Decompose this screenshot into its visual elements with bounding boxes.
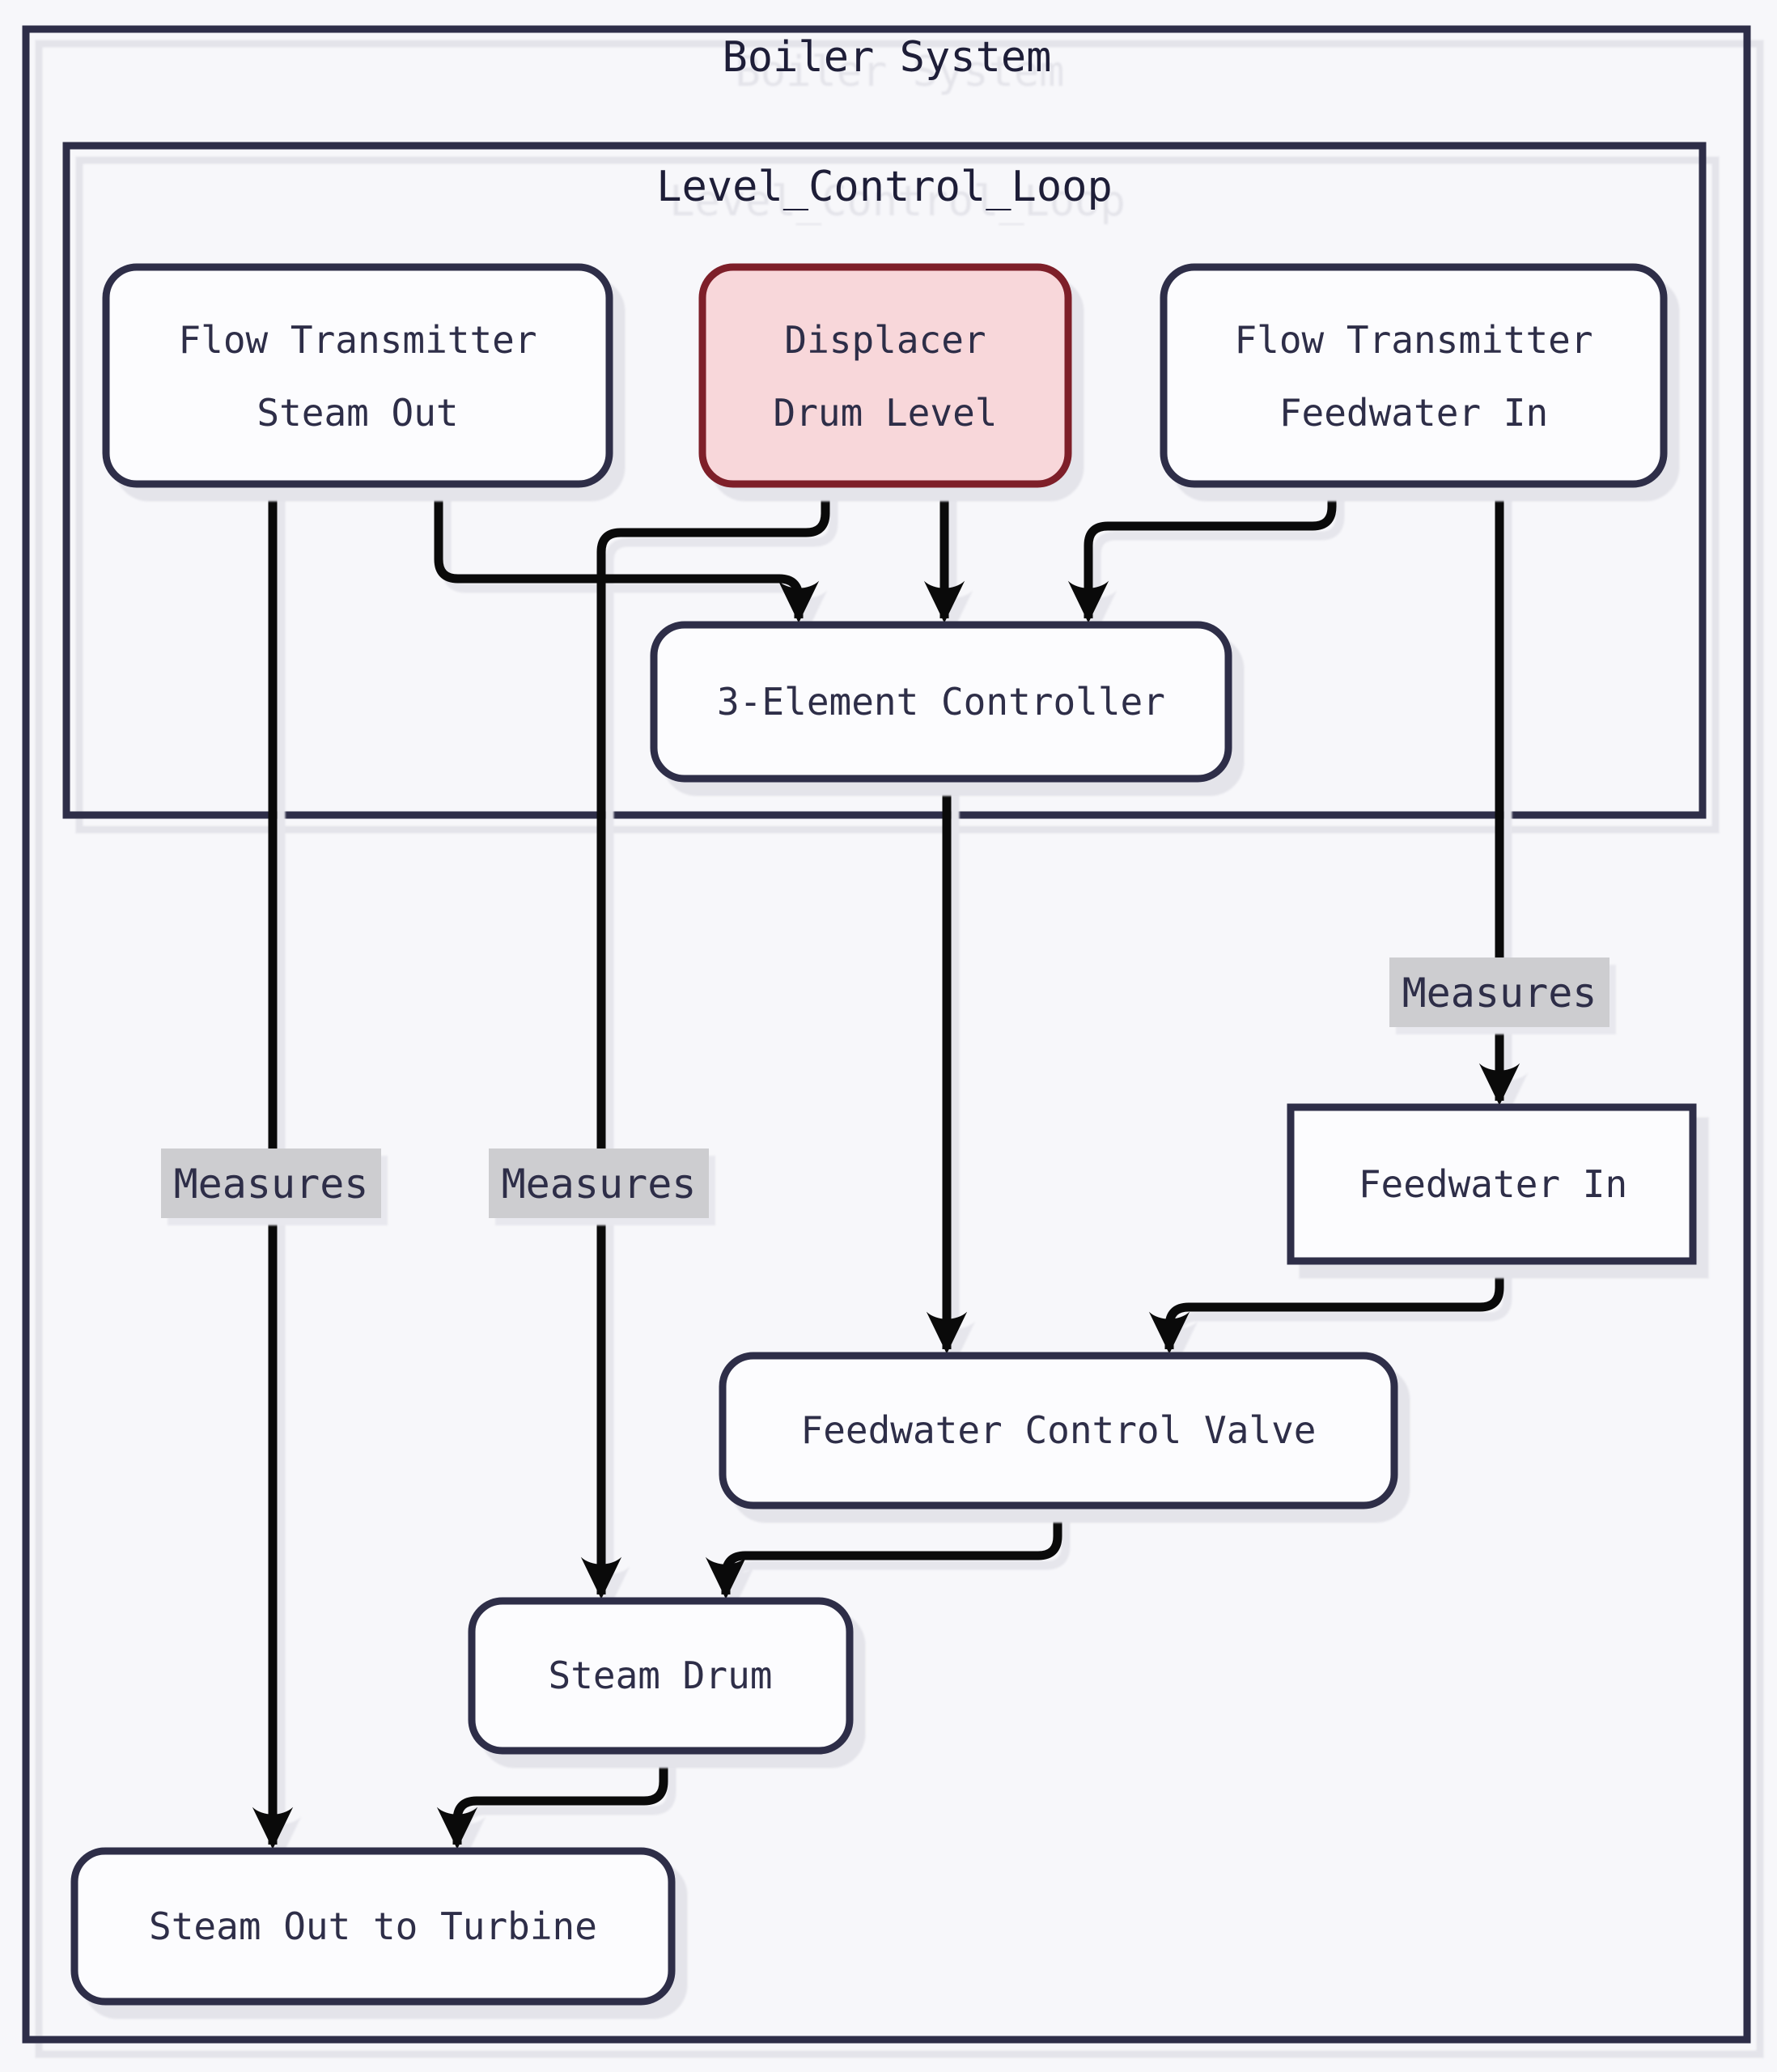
edge-label-background	[489, 1149, 709, 1218]
edge-feedwater-in-to-valve	[1148, 1261, 1504, 1354]
node-displacer-drum-level: Displacer Drum Level	[698, 263, 1072, 488]
edge-label-text: Measures	[174, 1161, 369, 1208]
node-label-line1: Displacer	[784, 318, 986, 362]
node-label: Steam Drum	[549, 1654, 773, 1697]
edge-label-measures-middle: Measures	[489, 1149, 709, 1218]
node-label: Feedwater In	[1359, 1162, 1627, 1206]
node-label: 3-Element Controller	[717, 680, 1165, 724]
edge-valve-to-steam-drum	[705, 1505, 1062, 1599]
node-flow-transmitter-steam-out: Flow Transmitter Steam Out	[102, 263, 613, 488]
node-label-line2: Drum Level	[774, 391, 998, 435]
edge-displacer-to-steam-drum	[580, 486, 830, 1599]
node-box	[70, 1847, 676, 2006]
edge-label-measures-left: Measures	[161, 1149, 381, 1218]
node-steam-drum: Steam Drum	[468, 1597, 854, 1755]
node-label-line2: Feedwater In	[1279, 391, 1548, 435]
node-flow-transmitter-feedwater-in: Flow Transmitter Feedwater In	[1160, 263, 1668, 488]
node-label-line2: Steam Out	[257, 391, 458, 435]
node-label: Steam Out to Turbine	[149, 1904, 597, 1948]
boiler-system-title: Boiler System	[723, 33, 1052, 82]
node-box	[1160, 263, 1668, 488]
edge-label-background	[1389, 957, 1609, 1027]
node-feedwater-in: Feedwater In	[1287, 1103, 1697, 1265]
node-label: Feedwater Control Valve	[801, 1408, 1317, 1452]
node-box	[650, 621, 1232, 783]
node-label-line1: Flow Transmitter	[1234, 318, 1593, 362]
node-label-line1: Flow Transmitter	[178, 318, 536, 362]
node-box-highlighted	[698, 263, 1072, 488]
edge-label-text: Measures	[502, 1161, 697, 1208]
node-box	[719, 1352, 1398, 1509]
edge-flow-transmitter-feedwater-in-to-controller	[1067, 486, 1337, 623]
level-control-loop-title: Level_Control_Loop	[656, 163, 1113, 211]
node-feedwater-control-valve: Feedwater Control Valve	[719, 1352, 1398, 1509]
level-control-loop-container: Level_Control_Loop	[62, 142, 1707, 819]
boiler-system-container: Boiler System	[22, 25, 1751, 2044]
edge-label-text: Measures	[1402, 970, 1597, 1017]
edge-flow-transmitter-steam-out-to-controller	[434, 486, 820, 623]
edge-steam-drum-to-steam-out	[436, 1751, 668, 1849]
level-control-loop-border	[62, 142, 1707, 819]
edge-label-background	[161, 1149, 381, 1218]
node-box	[468, 1597, 854, 1755]
node-box	[1287, 1103, 1697, 1265]
node-three-element-controller: 3-Element Controller	[650, 621, 1232, 783]
node-steam-out-to-turbine: Steam Out to Turbine	[70, 1847, 676, 2006]
edge-label-measures-right: Measures	[1389, 957, 1609, 1027]
boiler-system-border	[22, 25, 1751, 2044]
node-box	[102, 263, 613, 488]
